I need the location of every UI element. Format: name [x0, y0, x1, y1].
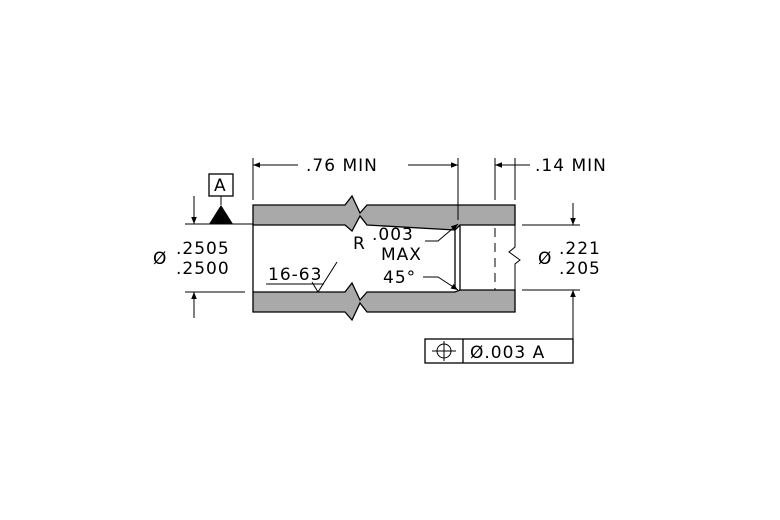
surface-finish-note: 16-63 [266, 261, 338, 293]
length-dimension: .76 MIN [252, 156, 459, 220]
radius-note: R .003 MAX 45° [353, 223, 459, 291]
fcf-tolerance: Ø.003 A [470, 343, 545, 363]
inner-diameter-dimension: Ø .221 .205 [522, 203, 601, 362]
counterbore-min-text: .14 MIN [535, 156, 607, 176]
datum-feature: A [208, 173, 234, 224]
outer-dia-lower: .2500 [176, 259, 230, 279]
feature-control-frame: Ø.003 A [424, 338, 574, 364]
bottom-wall [252, 281, 516, 322]
outer-dia-symbol: Ø [153, 249, 167, 269]
inner-dia-symbol: Ø [538, 249, 552, 269]
counterbore-dimension: .14 MIN [494, 156, 607, 200]
position-icon [432, 341, 456, 361]
radius-max: MAX [381, 245, 422, 265]
datum-triangle [209, 205, 233, 224]
inner-dia-upper: .221 [559, 239, 601, 259]
part-section [252, 194, 521, 322]
outer-dia-upper: .2505 [176, 239, 230, 259]
radius-value: .003 [372, 225, 414, 245]
datum-letter: A [214, 176, 227, 196]
inner-dia-lower: .205 [559, 259, 601, 279]
surface-finish-text: 16-63 [268, 265, 322, 285]
radius-prefix: R [353, 234, 366, 254]
outer-diameter-dimension: Ø .2505 .2500 [153, 196, 253, 318]
length-min-text: .76 MIN [306, 156, 378, 176]
chamfer-angle: 45° [383, 268, 416, 288]
